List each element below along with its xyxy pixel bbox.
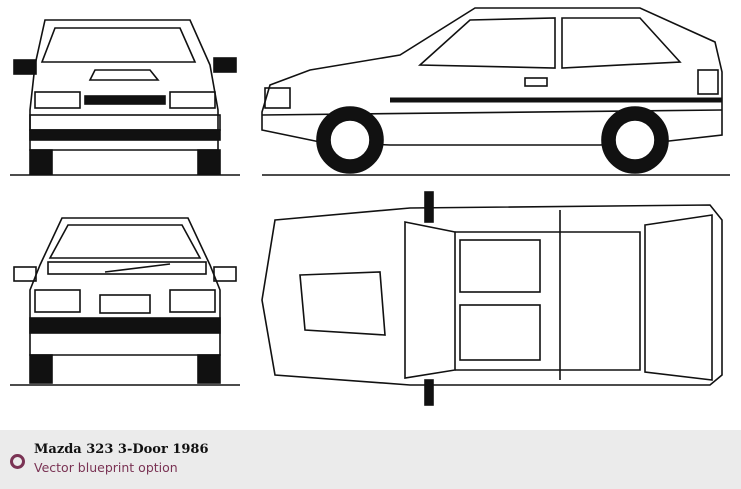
caption-title: Mazda 323 3-Door 1986 [34, 442, 209, 457]
rear-view [13, 217, 237, 384]
front-view [13, 19, 237, 175]
caption-bar: Mazda 323 3-Door 1986 Vector blueprint o… [0, 430, 741, 489]
car-blueprint-image [10, 7, 730, 406]
top-view [261, 191, 723, 406]
caption-subtitle-link[interactable]: Vector blueprint option [34, 460, 178, 475]
side-view [261, 7, 723, 174]
bullet-ring-icon [10, 454, 25, 469]
